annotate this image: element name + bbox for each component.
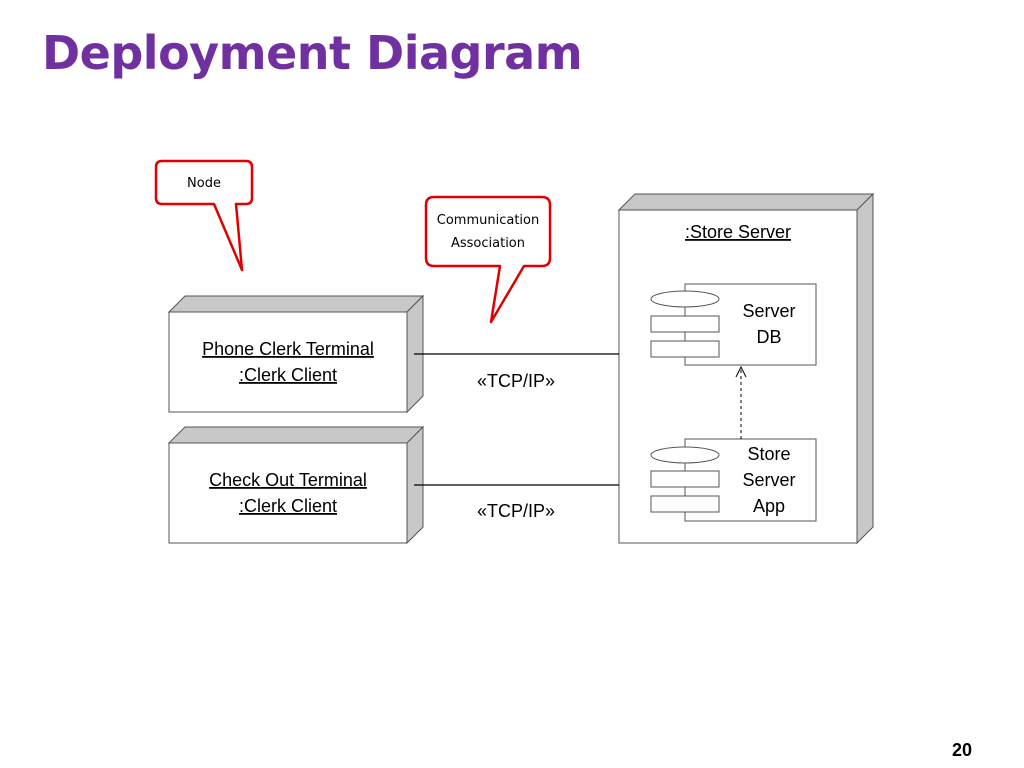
phone-terminal-name: Phone Clerk Terminal (202, 339, 374, 359)
phone-clerk-terminal-node: Phone Clerk Terminal :Clerk Client (167, 294, 425, 414)
slide-number: 20 (951, 740, 972, 760)
communication-callout: Communication Association (424, 195, 552, 324)
store-server-app-component: Store Server App (650, 438, 817, 522)
server-db-component: Server DB (650, 283, 817, 366)
component-icon (650, 290, 720, 308)
server-db-line2: DB (756, 327, 781, 347)
phone-terminal-type: :Clerk Client (239, 365, 337, 385)
store-app-line1: Store (747, 444, 790, 464)
node-callout: Node (154, 159, 254, 272)
checkout-terminal-name: Check Out Terminal (209, 470, 367, 490)
slide-title: Deployment Diagram (42, 26, 583, 80)
store-app-line2: Server (742, 470, 795, 490)
checkout-association-label: «TCP/IP» (477, 501, 555, 521)
node-callout-text: Node (187, 176, 221, 191)
dependency-arrow (735, 365, 747, 439)
phone-association-label: «TCP/IP» (477, 371, 555, 391)
communication-callout-line2: Association (451, 236, 525, 251)
store-server-title: :Store Server (685, 222, 791, 242)
communication-callout-line1: Communication (437, 213, 539, 228)
store-app-line3: App (753, 496, 785, 516)
component-icon (650, 446, 720, 464)
checkout-terminal-type: :Clerk Client (239, 496, 337, 516)
server-db-line1: Server (742, 301, 795, 321)
check-out-terminal-node: Check Out Terminal :Clerk Client (167, 425, 425, 545)
